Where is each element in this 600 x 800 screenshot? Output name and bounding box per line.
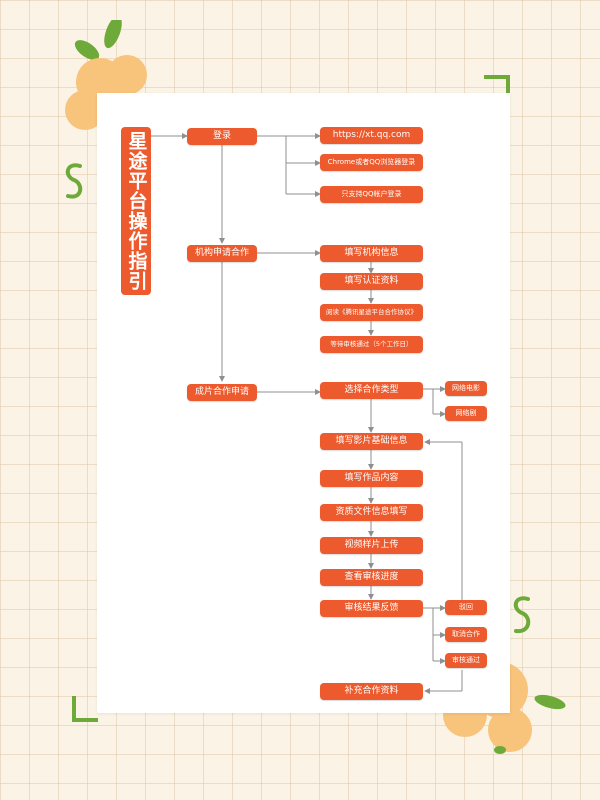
node-read-agreement: 阅读《腾讯星途平台合作协议》 (320, 304, 423, 321)
node-web-drama: 网络剧 (445, 406, 487, 421)
node-approved: 审核通过 (445, 653, 487, 668)
node-cancel-coop: 取消合作 (445, 627, 487, 642)
node-apply-org: 机构申请合作 (187, 245, 257, 262)
flower-decoration-top-left (65, 20, 147, 130)
node-browser: Chrome或者QQ浏览器登录 (320, 154, 423, 171)
squiggle-decoration-left (65, 163, 83, 199)
node-review-feedback: 审核结果反馈 (320, 600, 423, 617)
corner-bracket-bottom-left (72, 696, 98, 722)
node-rejected: 驳回 (445, 600, 487, 615)
node-fill-org-info: 填写机构信息 (320, 245, 423, 262)
node-qq-login: 只支持QQ帐户登录 (320, 186, 423, 203)
node-upload-video: 视频样片上传 (320, 537, 423, 554)
squiggle-decoration-right (513, 596, 531, 634)
flower-decoration-bottom-right (443, 662, 566, 754)
node-apply-film: 成片合作申请 (187, 384, 257, 401)
node-fill-cert: 填写认证资料 (320, 273, 423, 290)
node-wait-review: 等待审核通过（5个工作日） (320, 336, 423, 353)
node-fill-media-info: 资质文件信息填写 (320, 504, 423, 521)
node-web-movie: 网络电影 (445, 381, 487, 396)
node-url: https://xt.qq.com (320, 127, 423, 144)
node-login: 登录 (187, 128, 257, 145)
node-fill-work-content: 填写作品内容 (320, 470, 423, 487)
guide-title: 星途平台操作指引 (121, 127, 151, 295)
node-fill-film-basic: 填写影片基础信息 (320, 433, 423, 450)
node-supplement: 补充合作资料 (320, 683, 423, 700)
node-select-type: 选择合作类型 (320, 382, 423, 399)
node-check-progress: 查看审核进度 (320, 569, 423, 586)
